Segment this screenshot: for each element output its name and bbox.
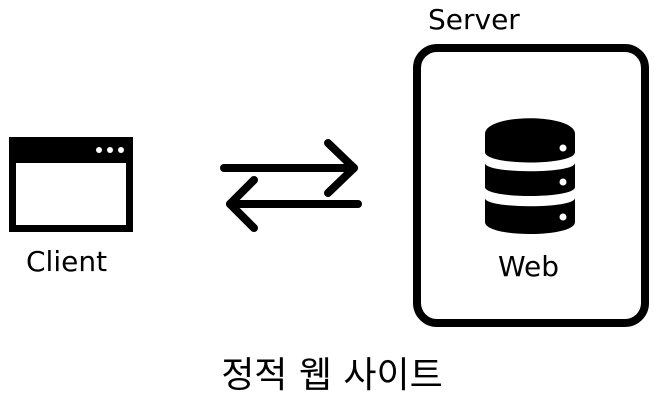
server-box (413, 44, 649, 327)
web-label: Web (498, 250, 560, 283)
database-icon (485, 118, 575, 234)
client-label: Client (26, 245, 108, 278)
diagram-caption: 정적 웹 사이트 (221, 355, 443, 396)
bidirectional-arrows-icon (218, 138, 364, 234)
server-label: Server (428, 3, 520, 36)
browser-window-icon (9, 137, 133, 232)
